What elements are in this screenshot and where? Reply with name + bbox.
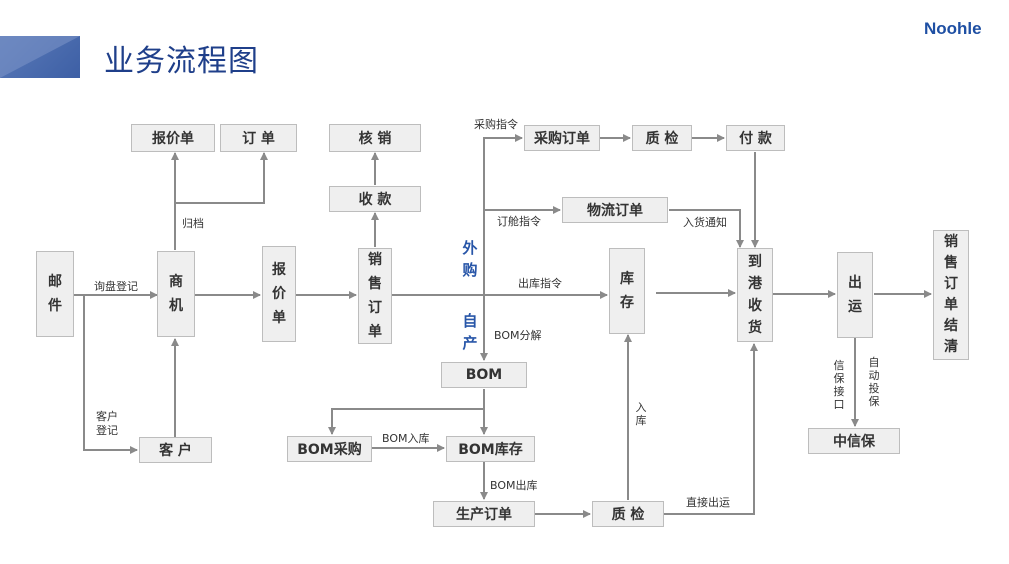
- connector-purchase-instruction: [483, 134, 523, 295]
- label-direct-shipping: 直接出运: [686, 496, 730, 509]
- box-inventory: 库存: [609, 248, 645, 334]
- box-quotation: 报价单: [131, 124, 215, 152]
- label-receipt-notice: 入货通知: [683, 216, 727, 229]
- label-bom-breakdown: BOM分解: [494, 329, 542, 342]
- label-customer-registration: 客户登记: [96, 410, 118, 437]
- label-outbound-instruction: 出库指令: [518, 277, 562, 290]
- box-write-off: 核 销: [329, 124, 421, 152]
- label-inquiry-registration: 询盘登记: [94, 280, 138, 293]
- label-booking-instruction: 订舱指令: [497, 215, 541, 228]
- box-customer: 客 户: [139, 437, 212, 463]
- box-bom-purchase: BOM采购: [287, 436, 372, 462]
- box-bom-inventory: BOM库存: [446, 436, 535, 462]
- box-shipping: 出运: [837, 252, 873, 338]
- box-opportunity: 商机: [157, 251, 195, 337]
- box-quote-vertical: 报价单: [262, 246, 296, 342]
- connector-logistics-arrival: [669, 209, 744, 248]
- connector-direct-shipping: [664, 343, 758, 515]
- connector-mail-customer: [83, 295, 138, 454]
- label-archive: 归档: [182, 217, 204, 230]
- box-quality-check-top: 质 检: [632, 125, 692, 151]
- label-inbound: 入库: [635, 401, 647, 427]
- box-payment: 付 款: [726, 125, 785, 151]
- box-sinosure: 中信保: [808, 428, 900, 454]
- box-mail: 邮件: [36, 251, 74, 337]
- box-bom: BOM: [441, 362, 527, 388]
- box-sales-order-settlement: 销售订单结清: [933, 230, 969, 360]
- box-arrival-receipt: 到港收货: [737, 248, 773, 342]
- connector-bom-bompurchase: [328, 408, 484, 435]
- label-bom-inbound: BOM入库: [382, 432, 430, 445]
- label-outsourcing: 外购: [462, 239, 478, 279]
- connector-archive-order: [175, 152, 268, 204]
- box-purchase-order: 采购订单: [524, 125, 600, 151]
- page-title: 业务流程图: [104, 44, 259, 79]
- label-purchase-instruction: 采购指令: [474, 118, 518, 131]
- brand-logo-text: Noohle: [924, 19, 982, 38]
- label-insurance-interface: 信保接口: [833, 359, 845, 411]
- header-accent-band: [0, 36, 80, 78]
- box-order: 订 单: [220, 124, 297, 152]
- label-bom-outbound: BOM出库: [490, 479, 538, 492]
- label-auto-insure: 自动投保: [868, 356, 880, 408]
- box-collection: 收 款: [329, 186, 421, 212]
- box-sales-order: 销售订单: [358, 248, 392, 344]
- box-quality-check-bottom: 质 检: [592, 501, 664, 527]
- box-production-order: 生产订单: [433, 501, 535, 527]
- label-self-production: 自产: [462, 312, 478, 352]
- box-logistics-order: 物流订单: [562, 197, 668, 223]
